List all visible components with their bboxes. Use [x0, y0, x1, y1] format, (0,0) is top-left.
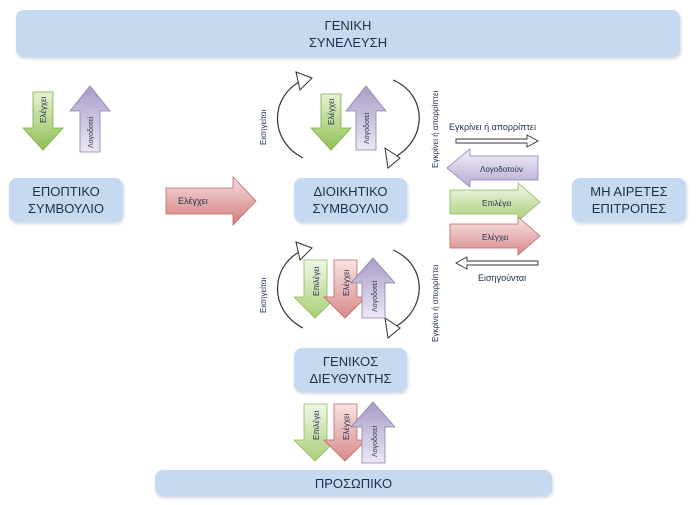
approves-right-arrow [455, 134, 539, 148]
supervisory-accountable-arrow: Λογοδοτεί [69, 85, 111, 153]
supervisory-board-line2: ΣΥΜΒΟΥΛΙΟ [27, 201, 104, 216]
manager-selects-label: Επιλέγει [312, 266, 321, 296]
non-elected-committees-line1: ΜΗ ΑΙΡΕΤΕΣ [590, 184, 668, 199]
accountable-left-arrow: Λογοδοτούν [446, 148, 539, 188]
staff-accountable-arrow: Λογοδοτεί [350, 401, 396, 464]
non-elected-committees-line2: ΕΠΙΤΡΟΠΕΣ [591, 201, 667, 216]
accountable-plural-label: Λογοδοτούν [480, 165, 523, 174]
controls-board-arrow: Ελέγχει [165, 176, 257, 226]
staff-label: ΠΡΟΣΩΠΙΚΟ [314, 475, 393, 491]
non-elected-committees-box: ΜΗ ΑΙΡΕΤΕΣ ΕΠΙΤΡΟΠΕΣ [572, 178, 686, 222]
supervisory-controls-arrow: Ελέγχει [22, 91, 64, 151]
upper-proposes-label: Εισηγείται [259, 109, 268, 145]
supervisory-accountable-label: Λογοδοτεί [87, 116, 95, 148]
manager-controls-label: Ελέγχει [342, 269, 351, 296]
general-assembly-box: ΓΕΝΙΚΗ ΣΥΝΕΛΕΥΣΗ [16, 10, 680, 57]
proposed-left-arrow [455, 256, 539, 270]
general-assembly-line2: ΣΥΝΕΛΕΥΣΗ [308, 34, 388, 50]
manager-controls-arrow: Ελέγχει [323, 259, 367, 319]
lower-approves-label: Εγκρίνει ή απορρίπτει [431, 264, 440, 342]
committees-approves-label: Εγκρίνει ή απορρίπτει [449, 122, 536, 132]
staff-box: ΠΡΟΣΩΠΙΚΟ [155, 470, 552, 496]
general-manager-box: ΓΕΝΙΚΟΣ ΔΙΕΥΘΥΝΤΗΣ [294, 348, 407, 392]
lower-proposes-label: Εισηγείται [259, 277, 268, 313]
board-of-directors-line1: ΔΙΟΙΚΗΤΙΚΟ [313, 184, 388, 199]
controls-board-label: Ελέγχει [178, 196, 208, 206]
upper-cycle-right-arrow [384, 79, 420, 169]
board-accountable-label: Λογοδοτεί [363, 112, 371, 144]
selects-right-label: Επιλέγει [482, 199, 512, 208]
staff-selects-label: Επιλέγει [312, 410, 321, 440]
staff-controls-arrow: Ελέγχει [323, 403, 367, 462]
board-of-directors-box: ΔΙΟΙΚΗΤΙΚΟ ΣΥΜΒΟΥΛΙΟ [294, 178, 407, 222]
manager-selects-arrow: Επιλέγει [293, 259, 337, 319]
board-accountable-arrow: Λογοδοτεί [345, 85, 387, 151]
controls-right-label: Ελέγχει [482, 233, 509, 242]
controls-right-arrow: Ελέγχει [449, 216, 541, 256]
supervisory-board-box: ΕΠΟΠΤΙΚΟ ΣΥΜΒΟΥΛΙΟ [9, 178, 123, 222]
general-manager-line1: ΓΕΝΙΚΟΣ [322, 354, 379, 369]
board-controls-arrow: Ελέγχει [310, 93, 352, 151]
committees-proposed-label: Εισηγούνται [478, 273, 526, 283]
upper-approves-label: Εγκρίνει ή απορρίπτει [431, 90, 440, 168]
upper-cycle-left-arrow [277, 71, 313, 159]
selects-right-arrow: Επιλέγει [449, 182, 541, 222]
staff-accountable-label: Λογοδοτεί [371, 425, 379, 457]
board-controls-label: Ελέγχει [327, 98, 336, 125]
staff-selects-arrow: Επιλέγει [293, 403, 337, 462]
general-assembly-line1: ΓΕΝΙΚΗ [324, 17, 372, 33]
lower-cycle-left-arrow [277, 241, 313, 329]
staff-controls-label: Ελέγχει [342, 413, 351, 440]
board-of-directors-line2: ΣΥΜΒΟΥΛΙΟ [312, 201, 389, 216]
supervisory-controls-label: Ελέγχει [39, 96, 48, 123]
manager-accountable-label: Λογοδοτεί [371, 280, 379, 312]
lower-cycle-right-arrow [384, 249, 420, 339]
manager-accountable-arrow: Λογοδοτεί [350, 257, 396, 319]
supervisory-board-line1: ΕΠΟΠΤΙΚΟ [32, 184, 100, 199]
general-manager-line2: ΔΙΕΥΘΥΝΤΗΣ [309, 371, 392, 386]
